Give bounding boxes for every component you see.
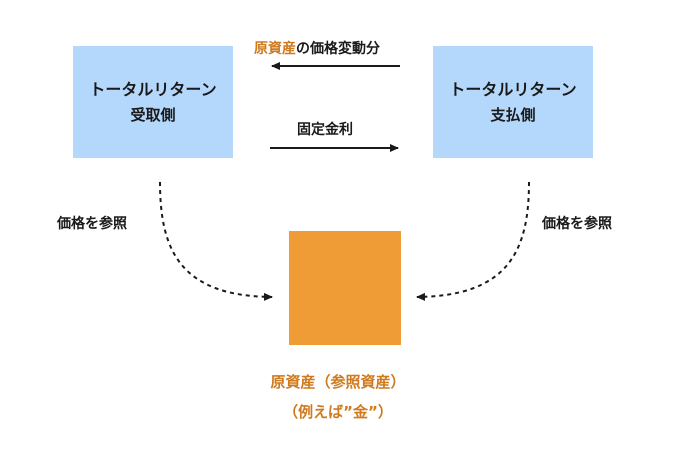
payer-title: トータルリターン xyxy=(449,80,577,99)
total-return-receiver-box: トータルリターン 受取側 xyxy=(73,46,233,158)
receiver-subtitle: 受取側 xyxy=(130,106,176,124)
price-change-text: の価格変動分 xyxy=(296,41,380,57)
total-return-payer-box: トータルリターン 支払側 xyxy=(433,46,593,158)
underlying-asset-highlight: 原資産 xyxy=(254,41,296,57)
payer-subtitle: 支払側 xyxy=(490,106,536,124)
fixed-rate-label: 固定金利 xyxy=(297,122,353,138)
reference-arrow-right xyxy=(416,181,530,301)
reference-price-label-right: 価格を参照 xyxy=(542,216,612,232)
underlying-asset-caption: 原資産（参照資産） xyxy=(270,373,406,391)
reference-price-label-left: 価格を参照 xyxy=(57,216,127,232)
underlying-asset-square xyxy=(289,231,401,345)
price-change-label: 原資産の価格変動分 xyxy=(254,40,380,58)
underlying-asset-example: （例えば”金”） xyxy=(283,403,393,421)
reference-arrow-left xyxy=(159,181,273,301)
receiver-title: トータルリターン xyxy=(89,80,217,99)
